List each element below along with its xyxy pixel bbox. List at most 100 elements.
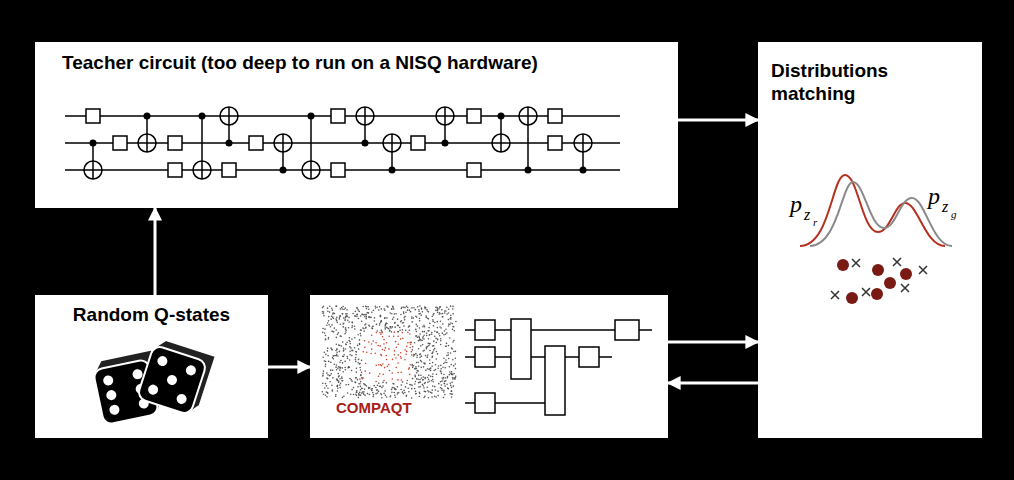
noise-dot: [349, 359, 351, 361]
noise-dot: [333, 358, 335, 360]
noise-dot: [327, 378, 329, 380]
noise-dot: [359, 363, 361, 365]
noise-dot: [341, 380, 343, 382]
noise-dot: [325, 366, 327, 368]
box-title: Distributions matching: [771, 59, 936, 105]
noise-dot: [345, 329, 347, 331]
noise-dot: [341, 378, 343, 380]
noise-dot: [407, 307, 409, 309]
noise-dot: [425, 307, 427, 309]
noise-dot: [351, 350, 353, 352]
signal-dot: [388, 364, 390, 366]
noise-dot: [354, 315, 356, 317]
noise-dot: [427, 343, 429, 345]
noise-dot: [419, 305, 421, 307]
noise-dot: [452, 378, 454, 380]
noise-dot: [415, 393, 417, 395]
noise-dot: [336, 364, 338, 366]
noise-dot: [437, 312, 439, 314]
die-pip: [105, 389, 117, 401]
noise-dot: [454, 378, 456, 380]
noise-dot: [356, 367, 358, 369]
target-symbol: [138, 134, 156, 152]
noise-dot: [424, 377, 426, 379]
noise-dot: [431, 353, 433, 355]
signal-dot: [387, 366, 389, 368]
noise-dot: [445, 310, 447, 312]
noise-dot: [339, 369, 341, 371]
noise-dot: [380, 315, 382, 317]
noise-dot: [352, 322, 354, 324]
noise-dot: [364, 384, 366, 386]
noise-dot: [341, 307, 343, 309]
noise-dot: [435, 342, 437, 344]
noise-dot: [452, 359, 454, 361]
noise-texture: [321, 305, 456, 398]
noise-dot: [356, 395, 358, 397]
noise-dot: [417, 306, 419, 308]
noise-dot: [365, 314, 367, 316]
noise-dot: [379, 386, 381, 388]
noise-dot: [451, 382, 453, 384]
noise-dot: [431, 396, 433, 398]
noise-dot: [346, 315, 348, 317]
noise-dot: [356, 308, 358, 310]
noise-dot: [435, 310, 437, 312]
noise-dot: [453, 340, 455, 342]
noise-dot: [333, 327, 335, 329]
noise-dot: [432, 373, 434, 375]
noise-dot: [429, 350, 431, 352]
target-symbol: [574, 134, 592, 152]
noise-dot: [451, 393, 453, 395]
noise-dot: [378, 391, 380, 393]
noise-dot: [403, 393, 405, 395]
signal-dot: [409, 374, 411, 376]
noise-dot: [384, 390, 386, 392]
noise-dot: [440, 371, 442, 373]
noise-dot: [423, 385, 425, 387]
noise-dot: [435, 369, 437, 371]
noise-dot: [338, 381, 340, 383]
noise-dot: [434, 396, 436, 398]
noise-dot: [372, 388, 374, 390]
noise-dot: [432, 319, 434, 321]
noise-dot: [442, 313, 444, 315]
control-dot: [525, 167, 532, 174]
noise-dot: [348, 367, 350, 369]
noise-dot: [419, 320, 421, 322]
noise-dot: [367, 393, 369, 395]
noise-dot: [366, 308, 368, 310]
noise-dot: [404, 319, 406, 321]
noise-dot: [416, 354, 418, 356]
signal-dot: [400, 352, 402, 354]
noise-dot: [329, 311, 331, 313]
noise-dot: [376, 324, 378, 326]
noise-dot: [337, 355, 339, 357]
noise-dot: [355, 393, 357, 395]
noise-dot: [326, 377, 328, 379]
noise-dot: [399, 329, 401, 331]
signal-dot: [407, 342, 409, 344]
signal-dot: [400, 358, 402, 360]
noise-dot: [384, 309, 386, 311]
signal-dot: [384, 367, 386, 369]
noise-dot: [436, 307, 438, 309]
die-pip: [147, 383, 160, 396]
noise-dot: [345, 331, 347, 333]
noise-dot: [351, 338, 353, 340]
noise-dot: [447, 387, 449, 389]
noise-dot: [405, 330, 407, 332]
real-distribution-curve: [800, 175, 945, 246]
noise-dot: [429, 368, 431, 370]
noise-dot: [354, 347, 356, 349]
noise-dot: [332, 331, 334, 333]
noise-dot: [432, 314, 434, 316]
random-states-box: Random Q-states: [35, 295, 268, 438]
signal-dot: [394, 354, 396, 356]
noise-dot: [421, 355, 423, 357]
noise-dot: [437, 390, 439, 392]
noise-dot: [425, 315, 427, 317]
noise-dot: [379, 315, 381, 317]
control-dot: [308, 113, 315, 120]
noise-dot: [333, 363, 335, 365]
